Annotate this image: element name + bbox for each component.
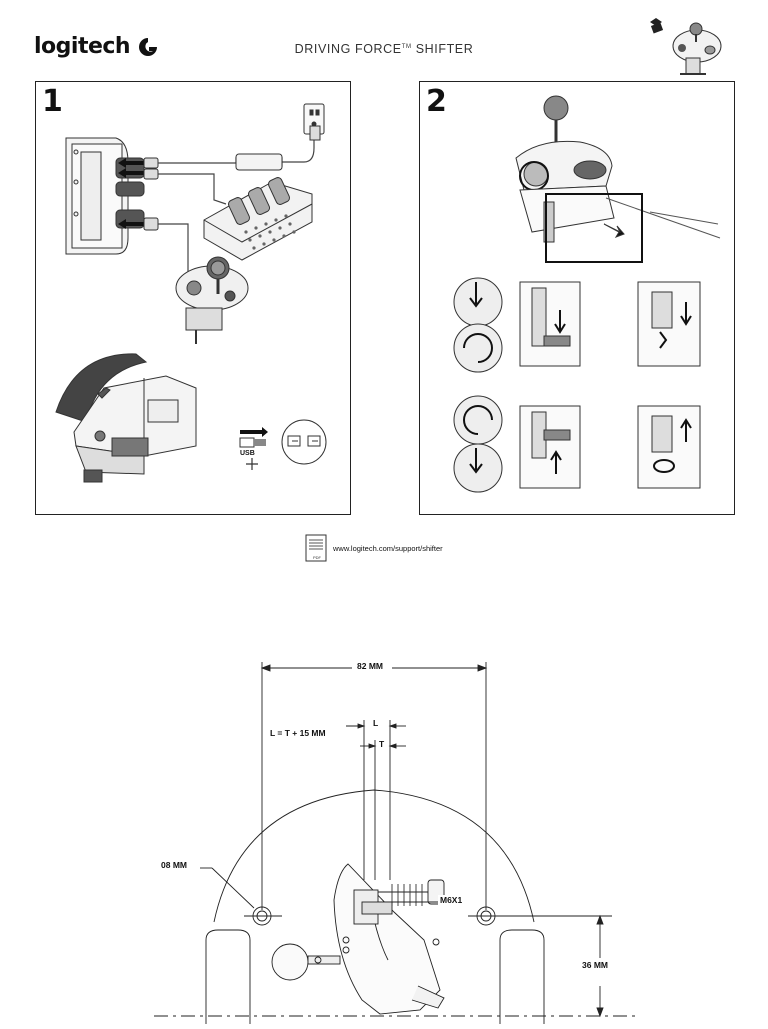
step-1-connection-illustration bbox=[55, 103, 327, 483]
logo-wordmark: logitech bbox=[34, 34, 131, 59]
mounting-drawing-svg bbox=[154, 662, 640, 1024]
height-dimension-label: 36 MM bbox=[580, 960, 610, 970]
l-dimension-label: L bbox=[371, 718, 381, 728]
step-2-panel: 2 bbox=[419, 81, 735, 515]
wall-outlet-icon bbox=[303, 103, 325, 141]
support-link-row: www.logitech.com/support/shifter bbox=[305, 534, 443, 562]
clamp-detail-boxes bbox=[519, 281, 701, 489]
document-title: DRIVING FORCETM SHIFTER bbox=[294, 42, 474, 56]
pedals-icon bbox=[203, 177, 313, 261]
bolt-spec-label: M6X1 bbox=[438, 895, 465, 905]
t-dimension-label: T bbox=[377, 739, 387, 749]
port-arrows-icon bbox=[118, 158, 144, 229]
shifter-mount-icon bbox=[515, 95, 721, 263]
mounting-dimensions-drawing: 82 MM L T L = T + 15 MM 08 MM M6X1 36 MM bbox=[0, 640, 768, 1024]
width-dimension-label: 82 MM bbox=[355, 661, 385, 671]
length-formula-label: L = T + 15 MM bbox=[268, 728, 328, 738]
logitech-logo: logitech bbox=[34, 34, 160, 59]
pdf-document-icon bbox=[305, 534, 327, 562]
step-1-panel: 1 bbox=[35, 81, 351, 515]
power-adapter-icon bbox=[235, 153, 283, 171]
step-2-number: 2 bbox=[426, 84, 447, 119]
step-1-number: 1 bbox=[42, 84, 63, 119]
shifter-icon bbox=[175, 256, 249, 344]
steering-wheel-icon bbox=[55, 353, 197, 483]
usb-label: USB bbox=[240, 450, 255, 457]
support-url-link[interactable]: www.logitech.com/support/shifter bbox=[333, 543, 443, 553]
hole-diameter-label: 08 MM bbox=[159, 860, 189, 870]
pdf-label: PDF bbox=[313, 555, 321, 560]
shifter-product-thumbnail bbox=[650, 18, 722, 75]
logitech-g-icon bbox=[139, 37, 158, 56]
usb-connection-icon bbox=[239, 419, 327, 470]
step-detail-icons bbox=[453, 277, 503, 493]
cable-connectors-icon bbox=[143, 157, 159, 231]
wheel-base-rear-icon bbox=[65, 137, 145, 255]
step-2-mounting-illustration bbox=[453, 95, 721, 493]
